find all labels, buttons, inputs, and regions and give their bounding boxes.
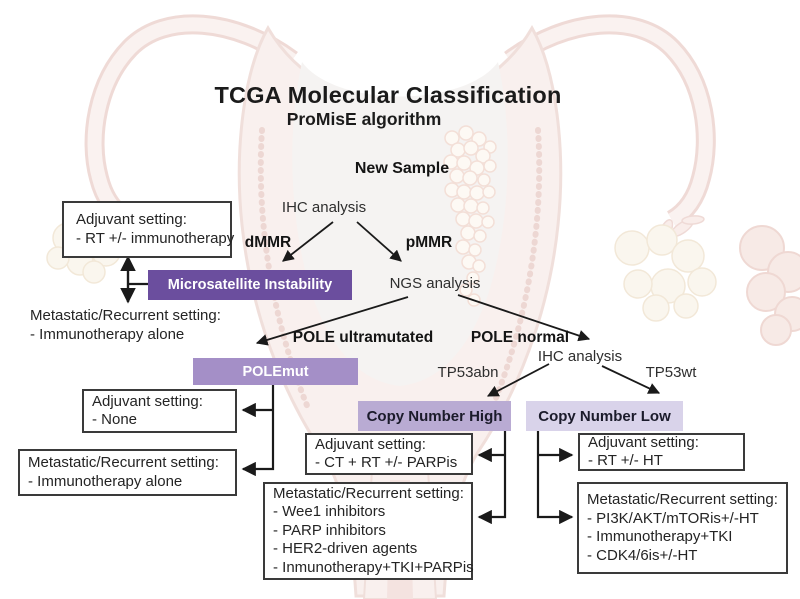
node-ihc-analysis-1: IHC analysis (281, 199, 367, 216)
page-subtitle: ProMisE algorithm (286, 109, 442, 129)
box-msi-adjuvant: Adjuvant setting: - RT +/- immunotherapy (62, 201, 235, 258)
box-title: Adjuvant setting: (315, 435, 426, 453)
node-pole-ultramutated: POLE ultramutated (292, 329, 434, 346)
text-msi-metastatic: Metastatic/Recurrent setting: - Immunoth… (30, 306, 221, 344)
box-item: - Immunotherapy alone (30, 326, 185, 343)
connector-cnl-drop (536, 431, 574, 525)
box-item: - Immunotherapy+TKI (587, 528, 733, 545)
box-cnh-metastatic: Metastatic/Recurrent setting: - Wee1 inh… (263, 482, 474, 580)
box-item: - PARP inhibitors (273, 521, 386, 539)
copy-number-low-box: Copy Number Low (526, 401, 683, 431)
box-item: - Immunotherapy alone (28, 472, 183, 490)
node-ihc-analysis-2: IHC analysis (537, 348, 623, 365)
box-cnl-metastatic: Metastatic/Recurrent setting: - PI3K/AKT… (577, 482, 788, 574)
arrow-ngs-to-ihc2 (457, 294, 591, 342)
box-polemut-adjuvant: Adjuvant setting: - None (82, 389, 237, 433)
right-edge-tissue-art (739, 225, 800, 346)
box-title: Adjuvant setting: (92, 392, 203, 410)
box-title: Adjuvant setting: (76, 211, 187, 228)
box-item: - CT + RT +/- PARPis (315, 454, 458, 471)
box-title: Metastatic/Recurrent setting: (587, 491, 778, 508)
box-title: Metastatic/Recurrent setting: (273, 484, 464, 502)
connector-cnh-drop (477, 431, 507, 525)
arrow-ihc2-to-copy-number-low (601, 365, 661, 394)
node-tp53abn: TP53abn (437, 364, 499, 381)
box-item: - PI3K/AKT/mTORis+/-HT (587, 509, 759, 527)
box-title: Metastatic/Recurrent setting: (30, 307, 221, 324)
box-item: - CDK4/6is+/-HT (587, 546, 698, 564)
page-title: TCGA Molecular Classification (214, 82, 562, 108)
copy-number-high-box: Copy Number High (358, 401, 511, 431)
connector-polemut-drop (241, 385, 275, 477)
node-pmmr: pMMR (405, 234, 453, 251)
box-item: - None (92, 411, 138, 428)
node-tp53wt: TP53wt (645, 364, 697, 381)
node-ngs-analysis: NGS analysis (389, 275, 481, 292)
arrow-ihc-to-pmmr (356, 221, 402, 262)
box-item: - RT +/- immunotherapy (76, 229, 235, 247)
node-new-sample: New Sample (354, 160, 450, 177)
box-item: - HER2-driven agents (273, 540, 418, 558)
box-item: - RT +/- HT (588, 452, 663, 469)
polemut-classification-box: POLEmut (193, 358, 358, 385)
arrow-ngs-to-polemut (255, 296, 409, 346)
fallopian-tubes-art (84, 14, 716, 241)
right-ovary-art (614, 224, 717, 322)
arrow-ihc2-to-copy-number-high (486, 363, 550, 397)
msi-classification-box: Microsatellite Instability (148, 270, 352, 300)
node-pole-normal: POLE normal (470, 329, 570, 346)
box-item: - Wee1 inhibitors (273, 503, 386, 521)
box-polemut-metastatic: Metastatic/Recurrent setting: - Immunoth… (18, 449, 237, 496)
box-cnl-adjuvant: Adjuvant setting: - RT +/- HT (578, 433, 745, 471)
arrow-ihc-to-dmmr (282, 221, 334, 262)
box-item: - Inmunotherapy+TKI+PARPis (273, 558, 474, 576)
node-dmmr: dMMR (244, 234, 292, 251)
box-cnh-adjuvant: Adjuvant setting: - CT + RT +/- PARPis (305, 433, 473, 475)
box-title: Adjuvant setting: (588, 433, 699, 451)
tumor-cluster-art (443, 125, 497, 307)
box-title: Metastatic/Recurrent setting: (28, 454, 219, 471)
